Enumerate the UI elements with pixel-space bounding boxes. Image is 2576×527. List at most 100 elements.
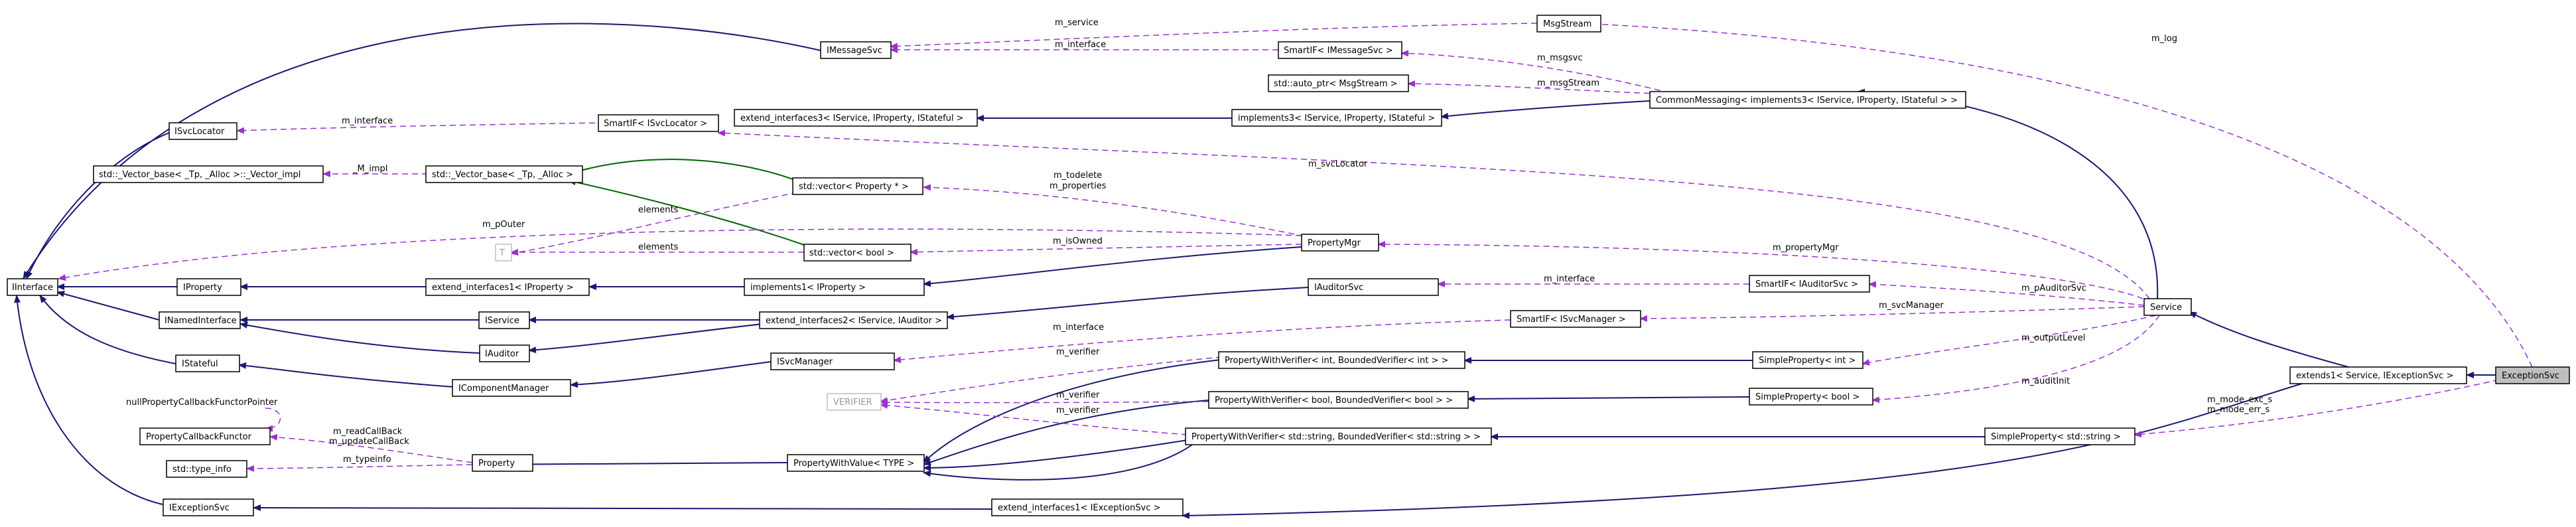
node-implements1-iproperty[interactable]: implements1< IProperty > bbox=[744, 278, 925, 296]
edge-m-svclocator bbox=[717, 129, 2150, 299]
node-extends1[interactable]: extends1< Service, IExceptionSvc > bbox=[2289, 366, 2467, 384]
node-smartif-isvcmanager[interactable]: SmartIF< ISvcManager > bbox=[1510, 310, 1641, 328]
node-isvclocator[interactable]: ISvcLocator bbox=[169, 122, 237, 140]
node-commonmessaging[interactable]: CommonMessaging< implements3< IService, … bbox=[1649, 91, 1966, 109]
node-iservice[interactable]: IService bbox=[478, 311, 530, 329]
node-label: PropertyWithVerifier< int, BoundedVerifi… bbox=[1225, 356, 1448, 366]
edge-m-msgsvc bbox=[1400, 50, 1670, 94]
edge-label: m_pAuditorSvc bbox=[2021, 283, 2086, 293]
node-label: std::_Vector_base< _Tp, _Alloc > bbox=[432, 170, 573, 180]
edge-ext-iexc-iexceptionsvc bbox=[253, 504, 992, 512]
node-inamedinterface[interactable]: INamedInterface bbox=[159, 311, 241, 329]
node-vector-property[interactable]: std::vector< Property * > bbox=[792, 177, 923, 195]
edges bbox=[14, 20, 2533, 519]
node-label: std::type_info bbox=[172, 465, 232, 475]
node-label: SimpleProperty< std::string > bbox=[1991, 432, 2121, 442]
node-propertycallbackfunctor[interactable]: PropertyCallbackFunctor bbox=[139, 427, 271, 445]
edge-icomponentmanager-istateful bbox=[238, 362, 473, 389]
node-simpleproperty-bool[interactable]: SimpleProperty< bool > bbox=[1749, 388, 1873, 406]
edge-label: m_interface bbox=[342, 116, 393, 126]
node-extend-interfaces1-iexceptionsvc[interactable]: extend_interfaces1< IExceptionSvc > bbox=[991, 498, 1184, 516]
node-icomponentmanager[interactable]: IComponentManager bbox=[452, 379, 571, 397]
edge-vector-bool-vectorbase bbox=[568, 179, 807, 246]
edge-label: m_updateCallBack bbox=[329, 437, 409, 447]
node-smartif-iauditorsvc[interactable]: SmartIF< IAuditorSvc > bbox=[1749, 275, 1870, 293]
edge-label: m_outputLevel bbox=[2021, 333, 2085, 343]
edge-m-callback bbox=[269, 433, 473, 463]
edge-label: m_auditInit bbox=[2021, 376, 2070, 386]
edge-label: elements bbox=[638, 242, 679, 252]
node-label: IComponentManager bbox=[458, 384, 549, 394]
node-iproperty[interactable]: IProperty bbox=[176, 278, 241, 296]
node-msgstream[interactable]: MsgStream bbox=[1536, 15, 1601, 33]
node-vector-base-impl[interactable]: std::_Vector_base< _Tp, _Alloc >::_Vecto… bbox=[93, 165, 324, 183]
node-iauditor[interactable]: IAuditor bbox=[479, 344, 530, 362]
node-extend-interfaces3[interactable]: extend_interfaces3< IService, IProperty,… bbox=[734, 109, 978, 127]
node-propertymgr[interactable]: PropertyMgr bbox=[1301, 234, 1379, 252]
node-isvcmanager[interactable]: ISvcManager bbox=[770, 352, 895, 370]
node-label: IAuditorSvc bbox=[1314, 283, 1363, 293]
node-exceptionsvc[interactable]: ExceptionSvc bbox=[2495, 366, 2570, 384]
edge-pwv-int bbox=[923, 359, 1221, 463]
node-imessagesvc[interactable]: IMessageSvc bbox=[820, 41, 892, 59]
node-pwv-int[interactable]: PropertyWithVerifier< int, BoundedVerifi… bbox=[1218, 351, 1465, 369]
edge-label: m_verifier bbox=[1056, 406, 1100, 415]
node-label: implements3< IService, IProperty, IState… bbox=[1238, 113, 1435, 123]
node-vector-bool[interactable]: std::vector< bool > bbox=[803, 244, 912, 262]
edge-m-outputlevel bbox=[1862, 315, 2157, 366]
edge-m-service bbox=[890, 23, 1538, 50]
node-label: std::_Vector_base< _Tp, _Alloc >::_Vecto… bbox=[99, 170, 301, 180]
node-iexceptionsvc[interactable]: IExceptionSvc bbox=[163, 498, 254, 516]
node-extend-interfaces1-iproperty[interactable]: extend_interfaces1< IProperty > bbox=[425, 278, 590, 296]
node-propertywithvalue[interactable]: PropertyWithValue< TYPE > bbox=[787, 454, 925, 472]
node-label: IService bbox=[485, 316, 519, 326]
node-istateful[interactable]: IStateful bbox=[175, 354, 240, 372]
node-pwv-bool[interactable]: PropertyWithVerifier< bool, BoundedVerif… bbox=[1208, 391, 1469, 409]
edge-common-impl3 bbox=[1440, 100, 1651, 119]
node-vector-base[interactable]: std::_Vector_base< _Tp, _Alloc > bbox=[425, 165, 583, 183]
edge-label: m_svcManager bbox=[1879, 301, 1944, 311]
edge-m-typeinfo bbox=[246, 464, 473, 472]
edge-extends1-ext-iexc bbox=[1182, 383, 2303, 519]
node-t[interactable]: T bbox=[495, 244, 512, 262]
edge-label: m_isOwned bbox=[1053, 236, 1103, 246]
edge-m-verifier-1 bbox=[880, 356, 1223, 404]
node-simpleproperty-string[interactable]: SimpleProperty< std::string > bbox=[1984, 427, 2135, 445]
node-iinterface[interactable]: IInterface bbox=[7, 278, 58, 296]
node-label: IMessageSvc bbox=[827, 46, 882, 56]
node-std-type-info[interactable]: std::type_info bbox=[166, 460, 247, 478]
node-auto-ptr-msgstream[interactable]: std::auto_ptr< MsgStream > bbox=[1268, 74, 1409, 92]
edge-m-propertymgr bbox=[1377, 241, 2143, 299]
node-property[interactable]: Property bbox=[472, 454, 533, 472]
node-implements3[interactable]: implements3< IService, IProperty, IState… bbox=[1231, 109, 1442, 127]
node-label: IStateful bbox=[182, 359, 218, 369]
edge-vector-prop-vectorbase bbox=[568, 159, 793, 180]
node-label: IProperty bbox=[183, 283, 222, 293]
edge-extends1-service bbox=[2189, 311, 2349, 368]
edge-label: m_readCallBack bbox=[333, 427, 403, 437]
edge-label: m_mode_exc_s bbox=[2207, 395, 2272, 405]
edge-label: m_verifier bbox=[1056, 347, 1100, 357]
node-service[interactable]: Service bbox=[2143, 298, 2192, 316]
node-smartif-isvclocator[interactable]: SmartIF< ISvcLocator > bbox=[598, 114, 719, 132]
edge-pwv-string-2 bbox=[923, 443, 1195, 481]
edge-label: m_log bbox=[2151, 34, 2177, 44]
edge-label: m_propertyMgr bbox=[1773, 243, 1839, 253]
node-simpleproperty-int[interactable]: SimpleProperty< int > bbox=[1752, 351, 1864, 369]
edge-pwv-bool bbox=[923, 400, 1209, 466]
node-smartif-imessagesvc[interactable]: SmartIF< IMessageSvc > bbox=[1278, 41, 1402, 59]
node-label: MsgStream bbox=[1543, 19, 1592, 29]
node-label: Service bbox=[2150, 303, 2182, 313]
edge-label: _M_impl bbox=[352, 164, 387, 174]
node-iauditorsvc[interactable]: IAuditorSvc bbox=[1308, 278, 1439, 296]
node-verifier[interactable]: VERIFIER bbox=[827, 393, 882, 411]
edge-m-pouter bbox=[58, 228, 1302, 281]
edge-label: m_properties bbox=[1050, 181, 1107, 191]
edge-iauditor-inamedinterface bbox=[239, 321, 480, 354]
node-extend-interfaces2[interactable]: extend_interfaces2< IService, IAuditor > bbox=[759, 311, 948, 329]
node-pwv-string[interactable]: PropertyWithVerifier< std::string, Bound… bbox=[1185, 427, 1492, 445]
node-label: ISvcManager bbox=[777, 357, 833, 367]
edge-service-common bbox=[1857, 88, 2159, 299]
node-label: PropertyWithVerifier< std::string, Bound… bbox=[1191, 432, 1481, 442]
